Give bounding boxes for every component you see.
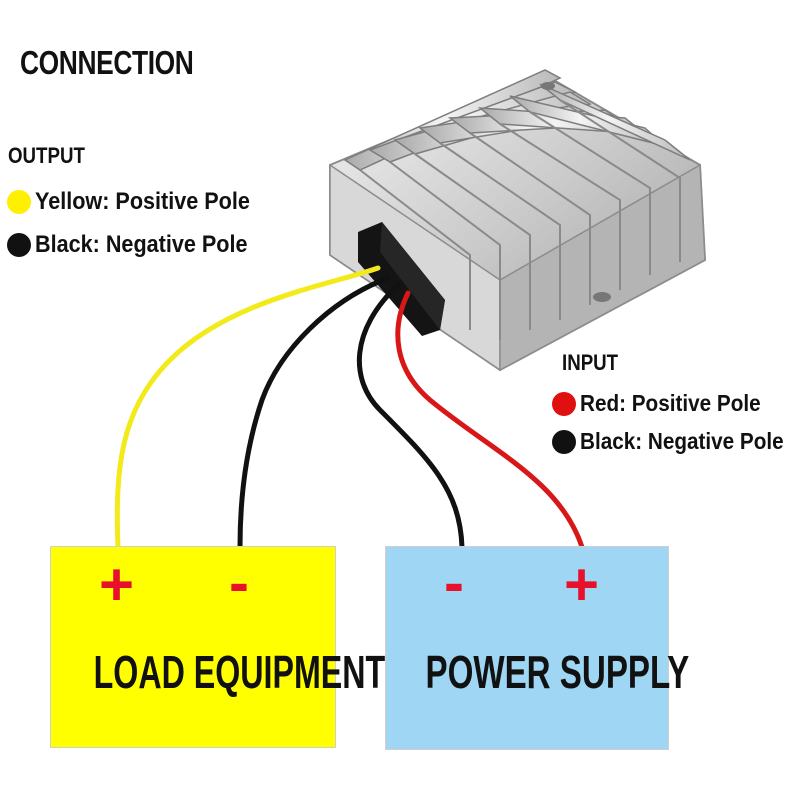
input-positive-label: Red: Positive Pole (580, 390, 761, 416)
output-positive-label: Yellow: Positive Pole (35, 188, 250, 215)
load-equipment-box: + - LOAD EQUIPMENT (50, 546, 386, 748)
output-negative-wire (237, 275, 391, 550)
load-minus-sign: - (229, 549, 249, 616)
power-supply-box: - + POWER SUPPLY (385, 546, 690, 750)
input-heading: INPUT (562, 350, 619, 375)
output-negative-label: Black: Negative Pole (35, 231, 248, 258)
output-legend-black: Black: Negative Pole (7, 231, 271, 259)
yellow-dot-icon (7, 190, 31, 214)
black-dot-icon (7, 233, 31, 257)
input-negative-wire (356, 282, 465, 550)
red-dot-icon (552, 391, 576, 416)
input-legend-black: Black: Negative Pole (552, 428, 800, 455)
load-equipment-label: LOAD EQUIPMENT (93, 646, 386, 698)
input-positive-wire (395, 290, 585, 550)
power-minus-sign: - (444, 549, 464, 616)
output-legend-yellow: Yellow: Positive Pole (7, 188, 274, 216)
output-positive-wire (114, 265, 381, 550)
power-supply-label: POWER SUPPLY (425, 646, 690, 698)
input-negative-label: Black: Negative Pole (580, 428, 784, 454)
diagram-title: CONNECTION (20, 44, 194, 81)
output-heading: OUTPUT (8, 143, 85, 168)
input-legend-red: Red: Positive Pole (552, 390, 781, 417)
black-dot-icon (552, 429, 576, 454)
load-plus-sign: + (99, 551, 135, 618)
power-plus-sign: + (564, 551, 600, 618)
dc-converter-module (329, 69, 707, 372)
